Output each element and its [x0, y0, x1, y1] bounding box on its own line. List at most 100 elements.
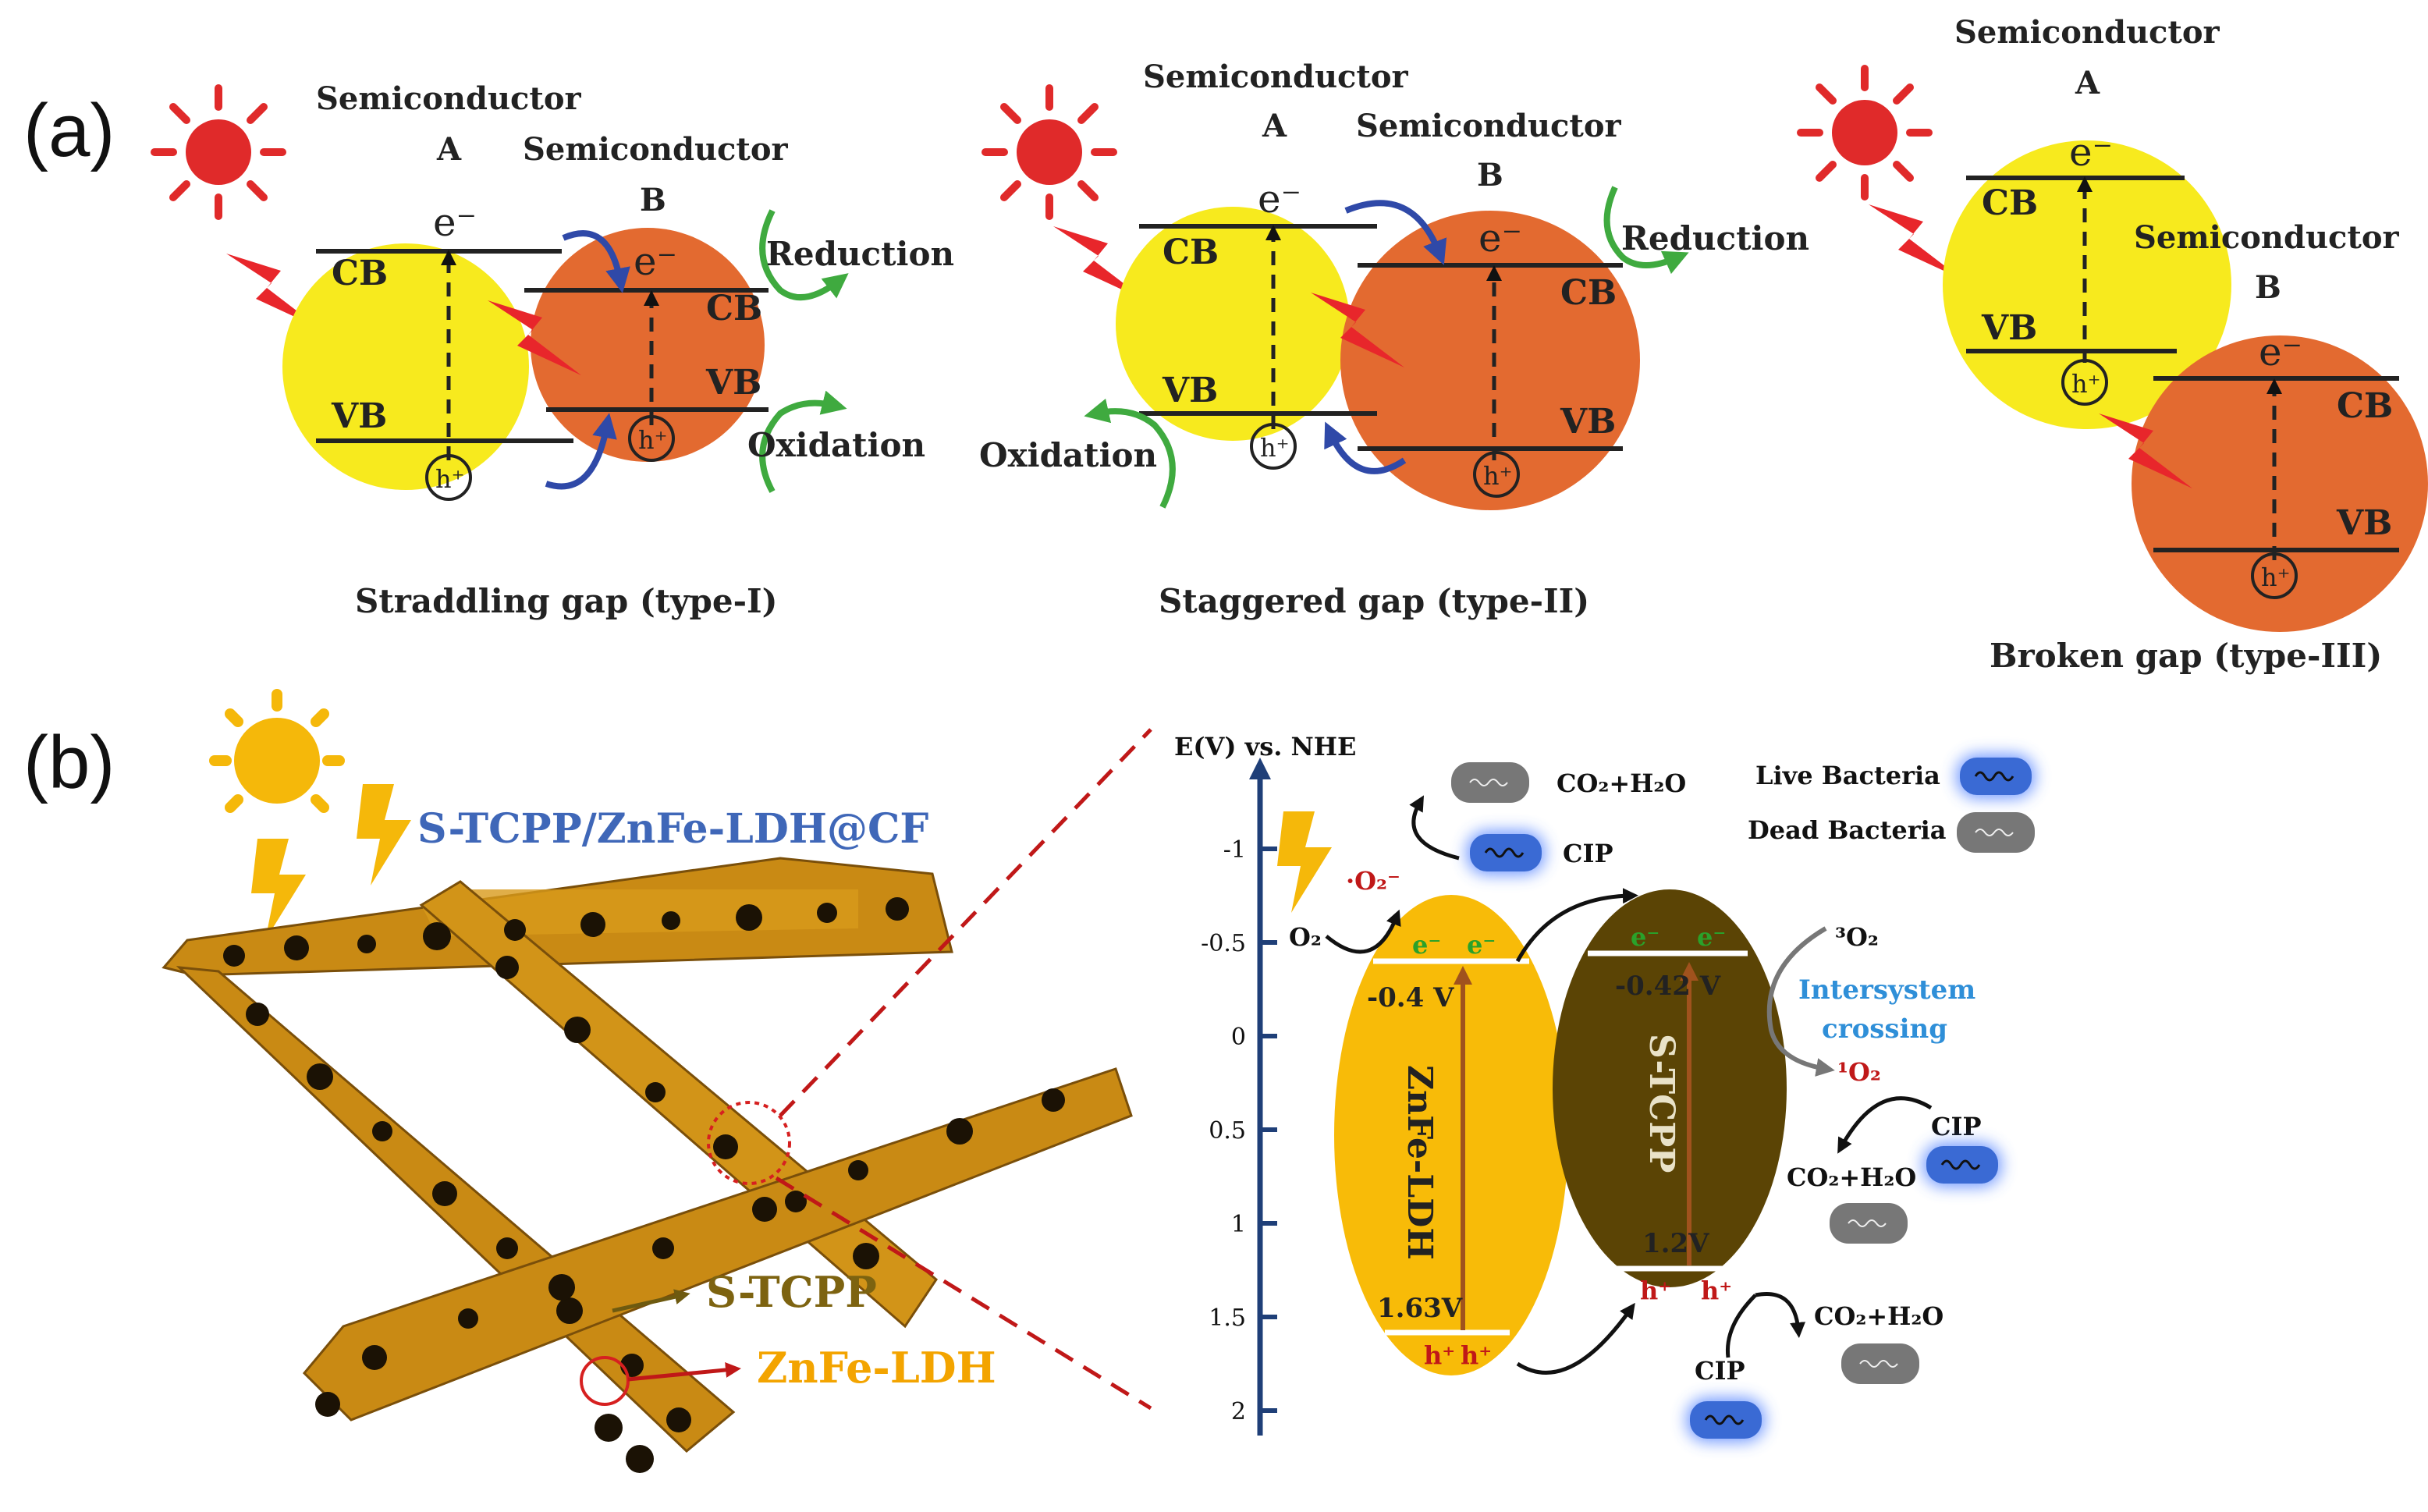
- type1-semA-line1: Semiconductor: [316, 80, 582, 117]
- lightning-icon: [1277, 811, 1332, 913]
- type3-cb-a: CB: [1982, 183, 2038, 223]
- type3-hole-a: h⁺: [2071, 369, 2101, 399]
- cip-right: CIP: [1931, 1112, 1982, 1141]
- dead-bacteria-cell-bottom: [1841, 1343, 1920, 1385]
- type1-semA-line2: A: [436, 131, 462, 168]
- stcpp-electron-1: e⁻: [1631, 922, 1659, 952]
- type1-semB-line2: B: [640, 182, 666, 218]
- type3-electron-a: e⁻: [2069, 130, 2113, 175]
- cip-top: CIP: [1563, 839, 1613, 868]
- type2-semB-line2: B: [1477, 157, 1503, 193]
- type2-vb-a: VB: [1162, 371, 1218, 410]
- superoxide-radical: ·O₂⁻: [1346, 866, 1400, 896]
- type2-semA-line2: A: [1262, 108, 1287, 144]
- type1-electron-a: e⁻: [433, 200, 477, 245]
- triplet-oxygen: ³O₂: [1835, 922, 1879, 952]
- legend: Live Bacteria Dead Bacteria: [1748, 754, 2036, 854]
- type2-oxidation: Oxidation: [979, 436, 1157, 474]
- znfe-pointer-label: ZnFe-LDH: [757, 1343, 996, 1393]
- type2-hole-b: h⁺: [1483, 461, 1513, 491]
- type1-caption: Straddling gap (type-I): [355, 582, 778, 620]
- axis-tick-label: 1.5: [1209, 1304, 1246, 1332]
- axis-tick-label: -1: [1223, 836, 1246, 864]
- znfe-ldh-ellipse: [1334, 895, 1568, 1375]
- type1-reduction: Reduction: [766, 235, 954, 273]
- type1-semiconductor-b: [531, 228, 765, 462]
- legend-live-cell: [1957, 754, 2035, 798]
- carbon-fiber-network: [162, 857, 1133, 1473]
- znfe-ldh-band-name: ZnFe-LDH: [1400, 1065, 1439, 1260]
- dead-bacteria-cell-right: [1829, 1202, 1908, 1244]
- stcpp-pointer-label: S-TCPP: [706, 1267, 877, 1317]
- panel-b-label: (b): [23, 721, 115, 804]
- type1-diagram: Semiconductor A Semiconductor B e⁻ e⁻ h⁺…: [154, 80, 954, 620]
- type3-semA-line2: A: [2075, 65, 2100, 101]
- sun-icon: [1801, 69, 1929, 197]
- stcpp-hole-1: h⁺: [1640, 1276, 1671, 1305]
- cip-bottom: CIP: [1695, 1356, 1745, 1386]
- axis-tick-label: 0: [1231, 1024, 1246, 1051]
- type3-semB-line2: B: [2255, 269, 2281, 306]
- type2-vb-b: VB: [1560, 402, 1616, 442]
- live-bacteria-cell-right: [1923, 1143, 2001, 1187]
- type1-cb-b: CB: [706, 289, 762, 328]
- type3-semA-line1: Semiconductor: [1954, 14, 2220, 51]
- type1-electron-b: e⁻: [634, 239, 677, 284]
- type2-diagram: Semiconductor A Semiconductor B e⁻ e⁻ h⁺…: [979, 59, 1809, 620]
- type2-semB-line1: Semiconductor: [1356, 108, 1622, 144]
- type3-vb-a: VB: [1981, 308, 2037, 348]
- stcpp-band-name: S-TCPP: [1642, 1034, 1681, 1173]
- live-bacteria-cell-top: [1467, 831, 1545, 875]
- type2-cb-a: CB: [1163, 232, 1219, 272]
- sun-icon: [154, 88, 282, 216]
- type3-cb-b: CB: [2337, 386, 2393, 426]
- znfe-hole-2: h⁺: [1461, 1340, 1492, 1370]
- type3-caption: Broken gap (type-III): [1990, 637, 2382, 675]
- stcpp-vb-potential: 1.2V: [1642, 1228, 1709, 1259]
- stcpp-ellipse: [1553, 889, 1787, 1287]
- type1-vb-b: VB: [705, 363, 761, 403]
- type2-semiconductor-b: [1340, 211, 1640, 510]
- type2-electron-a: e⁻: [1258, 176, 1301, 222]
- type1-oxidation: Oxidation: [747, 426, 925, 464]
- type1-hole-b: h⁺: [638, 425, 668, 455]
- axis-tick-label: 2: [1231, 1398, 1246, 1425]
- co2-h2o-bottom: CO₂+H₂O: [1814, 1301, 1943, 1331]
- znfe-electron-1: e⁻: [1412, 930, 1441, 960]
- legend-dead-label: Dead Bacteria: [1748, 815, 1947, 845]
- o2-left: O₂: [1289, 922, 1322, 952]
- type1-semiconductor-a: [282, 243, 529, 490]
- panel-b-title: S-TCPP/ZnFe-LDH@CF: [417, 805, 928, 853]
- type3-hole-b: h⁺: [2261, 563, 2291, 592]
- live-bacteria-cell-bottom: [1687, 1398, 1765, 1442]
- type1-semB-line1: Semiconductor: [523, 131, 789, 168]
- znfe-electron-2: e⁻: [1467, 930, 1496, 960]
- dead-bacteria-cell-top: [1450, 761, 1530, 804]
- singlet-oxygen: ¹O₂: [1837, 1057, 1881, 1087]
- axis-ticks: -1-0.500.511.52: [1201, 836, 1277, 1425]
- co2-h2o-top: CO₂+H₂O: [1557, 768, 1686, 798]
- type3-semiconductor-a: [1943, 140, 2231, 429]
- sun-icon: [985, 88, 1113, 216]
- type2-cb-b: CB: [1560, 273, 1617, 313]
- axis-tick-label: 0.5: [1209, 1117, 1246, 1145]
- type3-semiconductor-b: [2132, 335, 2428, 632]
- type1-vb-a: VB: [331, 396, 387, 436]
- type3-semB-line1: Semiconductor: [2134, 219, 2400, 256]
- type2-hole-a: h⁺: [1260, 433, 1290, 463]
- yellow-sun-icon: [209, 689, 345, 813]
- type3-diagram: Semiconductor A Semiconductor B e⁻ e⁻ h⁺…: [1801, 14, 2428, 675]
- znfe-vb-potential: 1.63V: [1377, 1293, 1463, 1324]
- znfe-hole-1: h⁺: [1424, 1340, 1455, 1370]
- type3-vb-b: VB: [2336, 503, 2392, 543]
- panel-a-label: (a): [23, 89, 115, 172]
- type2-electron-b: e⁻: [1478, 215, 1522, 261]
- lightning-icon: [357, 784, 411, 886]
- legend-dead-cell: [1956, 811, 2036, 854]
- isc-line2: crossing: [1822, 1013, 1947, 1045]
- axis-tick-label: 1: [1231, 1211, 1246, 1238]
- co2-h2o-right: CO₂+H₂O: [1787, 1162, 1916, 1192]
- stcpp-cb-potential: -0.42 V: [1615, 971, 1721, 1002]
- type1-hole-a: h⁺: [435, 464, 465, 494]
